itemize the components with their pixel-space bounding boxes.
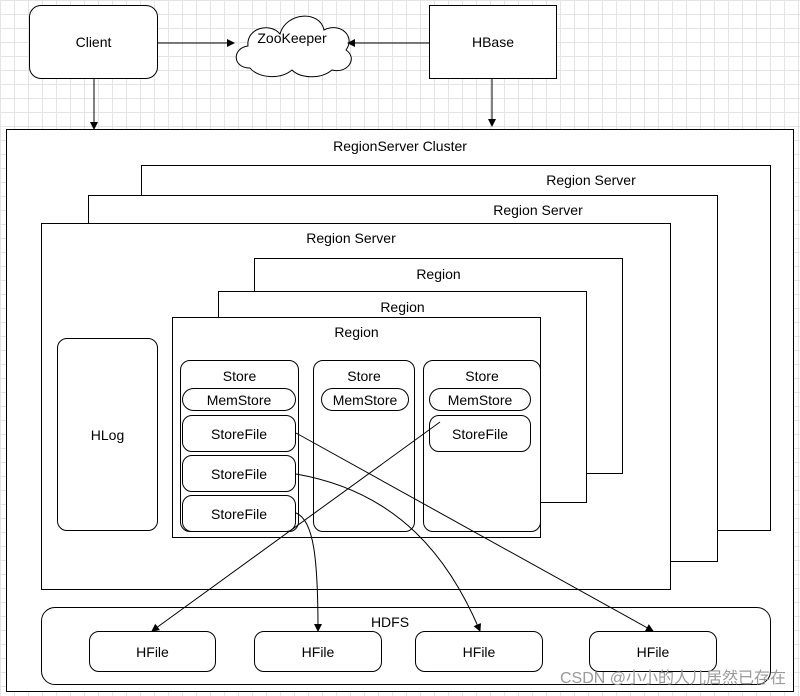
store-label: Store — [465, 368, 499, 384]
cluster-label: RegionServer Cluster — [333, 138, 467, 154]
hfile-2: HFile — [254, 631, 382, 672]
memstore-label: MemStore — [332, 391, 398, 408]
storefile-label: StoreFile — [451, 425, 509, 442]
hbase-box: HBase — [429, 5, 557, 79]
region-label: Region — [380, 299, 425, 315]
region-server-label: Region Server — [546, 172, 636, 188]
storefile-3: StoreFile — [182, 495, 296, 532]
storefile-1: StoreFile — [182, 415, 296, 452]
zookeeper-cloud-icon — [235, 15, 352, 78]
hfile-label: HFile — [136, 643, 169, 660]
memstore-1: MemStore — [182, 388, 296, 411]
zookeeper-label: ZooKeeper — [257, 30, 327, 46]
store-label: Store — [347, 368, 381, 384]
memstore-label: MemStore — [206, 391, 272, 408]
region-label: Region — [416, 266, 461, 282]
hfile-label: HFile — [301, 643, 335, 660]
memstore-2: MemStore — [321, 388, 409, 411]
hfile-1: HFile — [89, 631, 216, 672]
storefile3-to-hfile2-arrow — [295, 512, 322, 632]
storefile2-to-hfile3-arrow — [295, 473, 481, 632]
storefile1-to-hfile4-arrow — [295, 432, 654, 632]
region-label: Region — [334, 324, 379, 340]
region-server-label: Region Server — [306, 230, 396, 246]
hlog-box: HLog — [57, 338, 158, 531]
memstore-label: MemStore — [447, 391, 513, 408]
client-label: Client — [75, 34, 112, 50]
storefile-label: StoreFile — [210, 425, 268, 442]
storefile-label: StoreFile — [210, 505, 268, 522]
storefile-label: StoreFile — [210, 465, 268, 482]
hbase-label: HBase — [471, 34, 515, 50]
hdfs-label: HDFS — [370, 614, 410, 630]
client-box: Client — [29, 5, 158, 79]
storefile-2: StoreFile — [182, 455, 296, 492]
watermark: CSDN @小小的人儿居然已存在 — [559, 670, 786, 687]
hfile-3: HFile — [415, 631, 543, 672]
memstore-3: MemStore — [429, 388, 531, 411]
storefile4-to-hfile1-arrow — [151, 421, 441, 632]
store-label: Store — [222, 368, 257, 384]
hfile-label: HFile — [462, 643, 496, 660]
hfile-label: HFile — [636, 643, 670, 660]
hlog-label: HLog — [90, 426, 125, 443]
storefile-4: StoreFile — [429, 415, 531, 452]
region-server-label: Region Server — [493, 202, 583, 218]
hfile-4: HFile — [589, 631, 717, 672]
